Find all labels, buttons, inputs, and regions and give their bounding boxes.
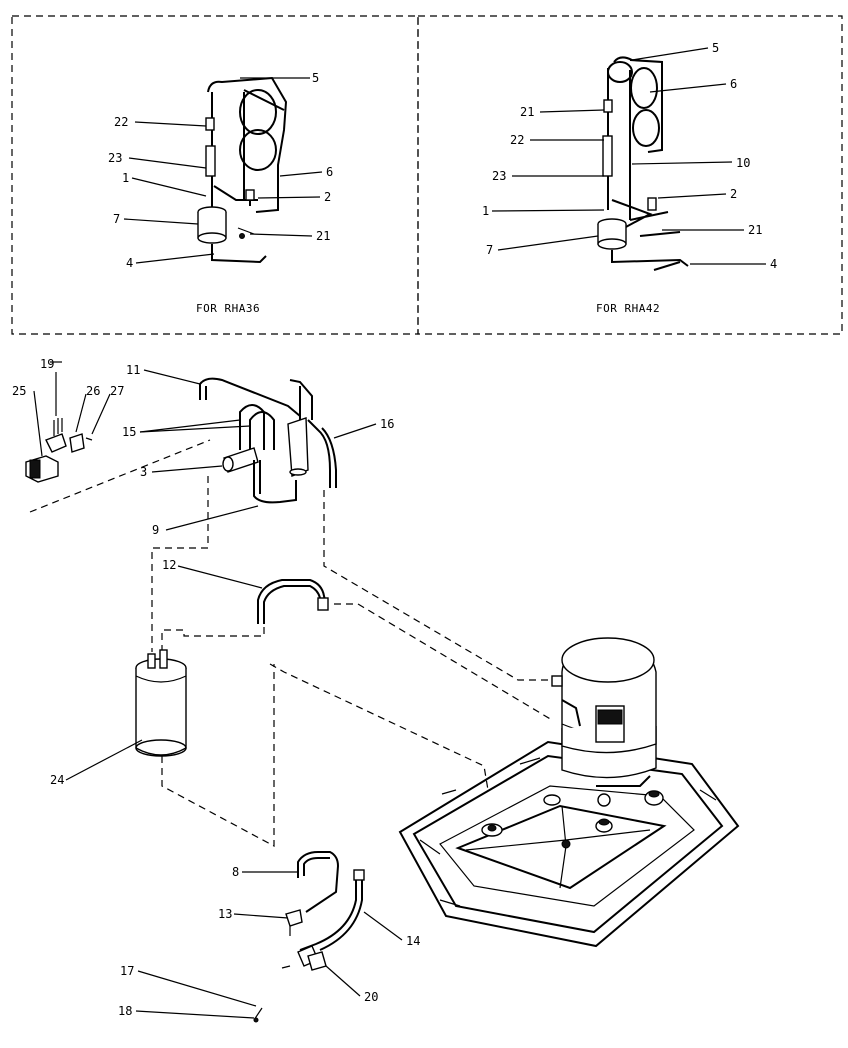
left-callouts: 5 22 23 1 7 4 6 2 21	[108, 71, 333, 270]
coil-loop-upper	[239, 89, 277, 135]
callout-5-left: 5	[312, 71, 319, 85]
callout-20: 20	[364, 990, 378, 1004]
accumulator-24	[135, 649, 187, 757]
callout-18: 18	[118, 1004, 132, 1018]
tube-callouts: 11 15 16 3 9	[122, 363, 394, 537]
capillary-21-right	[603, 99, 613, 113]
callout-4-right: 4	[770, 257, 777, 271]
routing-dashes	[29, 439, 553, 848]
callout-22-left: 22	[114, 115, 128, 129]
callout-27: 27	[110, 384, 124, 398]
right-callouts: 5 6 21 22 10 23 2 1 21 7 4	[482, 41, 777, 271]
callout-23-left: 23	[108, 151, 122, 165]
base-pan	[398, 740, 740, 948]
callout-8: 8	[232, 865, 239, 879]
main-callouts-left: 19 25 26 27	[12, 357, 124, 457]
callout-14: 14	[406, 934, 420, 948]
callout-2-right: 2	[730, 187, 737, 201]
callout-22-right: 22	[510, 133, 524, 147]
callout-9: 9	[152, 523, 159, 537]
callout-7-right: 7	[486, 243, 493, 257]
caption-rha42: FOR RHA42	[596, 302, 660, 315]
rha36-assembly	[197, 76, 288, 264]
callout-24: 24	[50, 773, 64, 787]
callout-21-right-upper: 21	[520, 105, 534, 119]
callout-12: 12	[162, 558, 176, 572]
callout-21-left: 21	[316, 229, 330, 243]
callout-15: 15	[122, 425, 136, 439]
leader-12	[177, 565, 263, 589]
callout-25: 25	[12, 384, 26, 398]
panel-frame-right	[417, 15, 843, 335]
callout-5-right: 5	[712, 41, 719, 55]
capillary-tube-22	[205, 117, 215, 131]
leader-24	[65, 739, 143, 781]
callout-21-right-lower: 21	[748, 223, 762, 237]
callout-26: 26	[86, 384, 100, 398]
callout-10-right: 10	[736, 156, 750, 170]
electrical-components	[25, 418, 93, 483]
caption-rha36: FOR RHA36	[196, 302, 260, 315]
callout-13: 13	[218, 907, 232, 921]
callout-17: 17	[120, 964, 134, 978]
lower-callouts: 8 13 14 17 18 20	[118, 865, 420, 1019]
callout-6-right: 6	[730, 77, 737, 91]
callout-2-left: 2	[324, 190, 331, 204]
callout-19: 19	[40, 357, 54, 371]
callout-7-left: 7	[113, 212, 120, 226]
strainer-23	[205, 145, 216, 177]
compressor	[551, 637, 657, 807]
tube-12	[257, 579, 329, 624]
rha42-assembly	[597, 56, 689, 271]
service-tubes	[253, 851, 365, 1023]
callout-11: 11	[126, 363, 140, 377]
coil-loop-lower	[239, 129, 277, 171]
callout-23-right: 23	[492, 169, 506, 183]
callout-1-right: 1	[482, 204, 489, 218]
callout-6-left: 6	[326, 165, 333, 179]
callout-3: 3	[140, 465, 147, 479]
callout-16: 16	[380, 417, 394, 431]
tube-assembly	[199, 377, 337, 504]
callout-1-left: 1	[122, 171, 129, 185]
callout-4-left: 4	[126, 256, 133, 270]
strainer-23-right	[602, 135, 613, 177]
